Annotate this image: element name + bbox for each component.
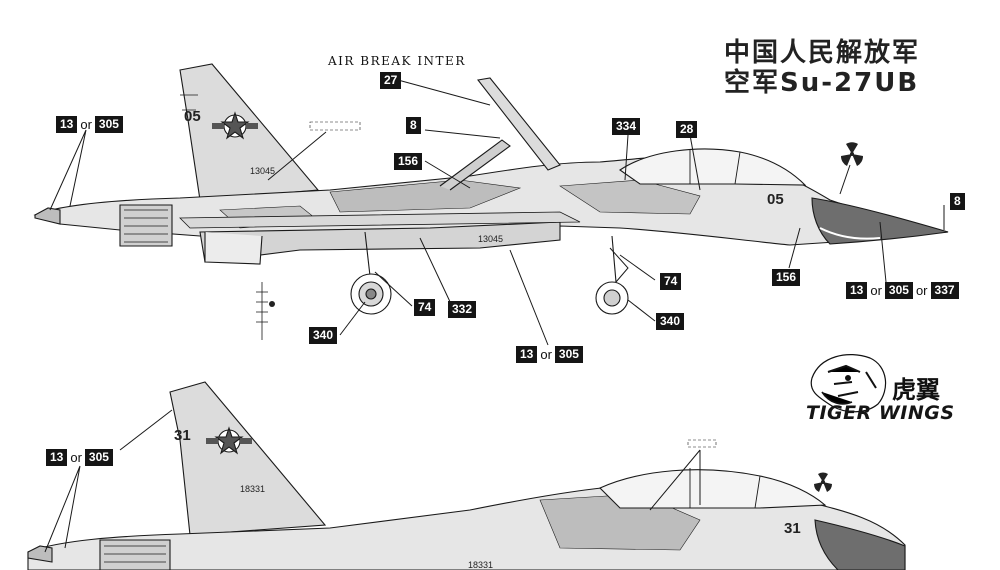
code-tag: 340 xyxy=(309,327,338,344)
code-tag: 305 xyxy=(554,346,583,363)
nose-number-top: 05 xyxy=(767,191,784,208)
code-tag: 156 xyxy=(772,269,801,286)
vertical-tail xyxy=(179,63,320,201)
code-tag: 13 xyxy=(56,116,78,133)
callout-pitot-left: 156 xyxy=(394,153,423,170)
or-separator: or xyxy=(870,283,882,298)
code-tag: 305 xyxy=(84,449,113,466)
callout-nose-gear: 74 xyxy=(660,273,682,290)
brand-name-cn: 虎翼 xyxy=(892,375,940,404)
callout-antenna: 8 xyxy=(406,117,421,134)
code-tag: 305 xyxy=(884,282,913,299)
or-separator: or xyxy=(540,347,552,362)
main-landing-gear xyxy=(350,231,392,315)
canopy xyxy=(619,148,807,186)
code-tag: 8 xyxy=(406,117,421,134)
callout-main-gear: 74 xyxy=(414,299,436,316)
vertical-tail-2 xyxy=(169,381,327,536)
page-title-line1: 中国人民解放军 xyxy=(724,38,921,68)
or-separator: or xyxy=(915,283,928,298)
code-tag: 334 xyxy=(612,118,641,135)
callout-nose-gear-door: 156 xyxy=(772,269,801,286)
brand-name-en: TIGER WINGS xyxy=(806,402,955,424)
callout-airbrake: 27 xyxy=(380,72,402,89)
tail-serial-top: 13045 xyxy=(250,166,276,176)
tiger-head-logo xyxy=(810,354,887,413)
callout-main-gear-door: 332 xyxy=(448,301,477,318)
or-separator: or xyxy=(70,450,82,465)
aircraft-bottom xyxy=(27,381,906,570)
radiation-trefoil-icon-2 xyxy=(814,472,832,492)
radome-2 xyxy=(814,519,906,570)
code-tag: 28 xyxy=(676,121,698,138)
leader-lines-bottom xyxy=(44,409,701,553)
callout-radome: 13 or 305 or 337 xyxy=(846,282,959,299)
code-tag: 74 xyxy=(414,299,436,316)
callout-tail-lights-2: 13 or 305 xyxy=(46,449,113,466)
aircraft-top xyxy=(33,63,949,340)
callout-seat: 28 xyxy=(676,121,698,138)
canopy-2 xyxy=(599,469,827,509)
airbrake xyxy=(476,77,561,171)
callout-main-wheel: 340 xyxy=(309,327,338,344)
code-tag: 27 xyxy=(380,72,402,89)
callout-canopy-frame: 334 xyxy=(612,118,641,135)
or-separator: or xyxy=(80,117,92,132)
callout-belly-lights: 13 or 305 xyxy=(516,346,583,363)
tail-number-top: 05 xyxy=(184,108,201,125)
code-tag: 74 xyxy=(660,273,682,290)
callout-tail-lights: 13 or 305 xyxy=(56,116,123,133)
red-star-roundel-2 xyxy=(206,426,252,455)
callout-nose-wheel: 340 xyxy=(656,313,685,330)
code-tag: 13 xyxy=(46,449,68,466)
code-tag: 337 xyxy=(930,282,959,299)
red-star-roundel xyxy=(212,111,258,140)
nose-landing-gear xyxy=(595,235,629,315)
tail-number-bottom: 31 xyxy=(174,427,191,444)
leader-lines-top xyxy=(49,79,945,346)
air-break-caption: AIR BREAK INTER xyxy=(328,54,466,68)
radiation-trefoil-icon xyxy=(840,142,864,166)
code-tag: 332 xyxy=(448,301,477,318)
callout-nose-probe: 8 xyxy=(950,193,965,210)
tail-serial-bottom: 18331 xyxy=(240,484,266,494)
code-tag: 340 xyxy=(656,313,685,330)
code-tag: 156 xyxy=(394,153,423,170)
page-title-line2: 空军Su-27UB xyxy=(724,68,920,98)
code-tag: 8 xyxy=(950,193,965,210)
nose-number-bottom: 31 xyxy=(784,520,801,537)
code-tag: 305 xyxy=(94,116,123,133)
exhaust xyxy=(119,204,173,247)
fuselage-serial-bottom: 18331 xyxy=(468,560,494,570)
code-tag: 13 xyxy=(516,346,538,363)
code-tag: 13 xyxy=(846,282,868,299)
fuselage-serial-top: 13045 xyxy=(478,234,504,244)
radome xyxy=(811,197,949,245)
